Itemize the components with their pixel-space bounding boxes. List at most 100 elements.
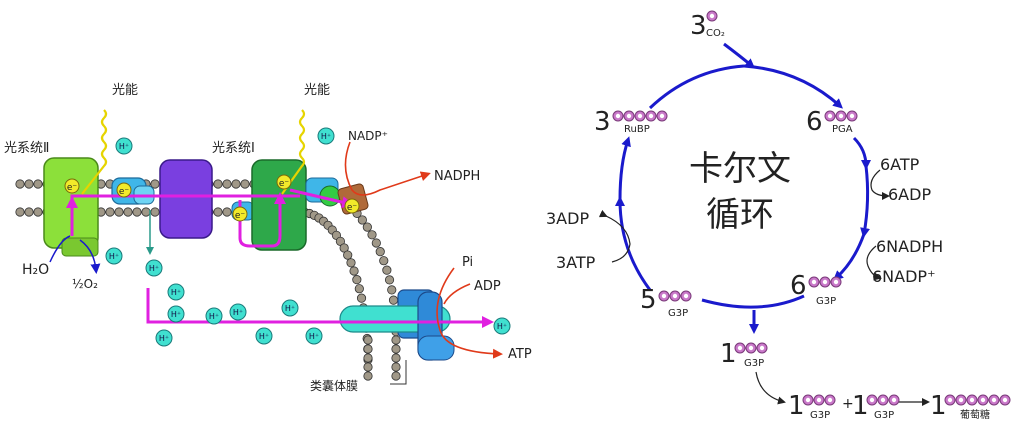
nadp-plus-label: NADP⁺ <box>348 129 388 143</box>
carbon-bead-core <box>827 397 833 403</box>
adp-regen-label: 3ADP <box>546 209 589 228</box>
proton-badge <box>305 327 323 345</box>
lipid-head <box>362 222 372 232</box>
photosystem-2-label: 光系统Ⅱ <box>4 141 49 156</box>
calvin-cycle-panel: 卡尔文 循环 3 CO₂ 6 PGA 3 RuBP 6 G3P 5 G3P <box>546 10 1011 421</box>
lipid-head <box>132 207 142 217</box>
electron-badge-label: e⁻ <box>347 203 358 213</box>
carbon-bead-core <box>891 397 897 403</box>
carbon-bead-core <box>869 397 875 403</box>
pga-label: PGA <box>832 124 853 135</box>
electron-badge <box>276 174 292 190</box>
lipid-head <box>371 238 381 248</box>
lipid-head <box>15 179 25 189</box>
lipid-head <box>367 230 377 240</box>
g3p-export-arrow <box>755 371 786 405</box>
lipid-head <box>24 179 34 189</box>
proton-flow-arrow <box>146 288 494 328</box>
nadph-to-nadp-arrow <box>866 245 882 281</box>
proton-badge <box>281 299 299 317</box>
electron-flow-path-2 <box>238 192 286 248</box>
electron-badge <box>232 206 248 222</box>
proton-badge-label: H⁺ <box>171 310 181 319</box>
co2-label: CO₂ <box>706 28 725 39</box>
thylakoid-membrane-label: 类囊体膜 <box>310 378 358 393</box>
proton-badge-label: H⁺ <box>149 264 159 273</box>
rubp-molecule: 3 RuBP <box>594 107 668 137</box>
glucose-carbon-beads <box>944 394 1011 406</box>
electron-badge-label: e⁻ <box>235 211 246 221</box>
g3p-out-label: G3P <box>744 358 764 369</box>
cycle-arc-to-nadph <box>860 165 870 238</box>
carbon-bead-core <box>838 113 844 119</box>
carbon-bead-core <box>980 397 986 403</box>
eq-left-label: G3P <box>810 410 830 421</box>
atp-to-adp-arrow <box>870 169 890 200</box>
lipid-head <box>222 179 232 189</box>
lipid-head <box>363 362 373 372</box>
proton-badge <box>255 327 273 345</box>
electron-badge-label: e⁻ <box>119 187 130 197</box>
g3p-5-carbon-beads <box>658 290 692 302</box>
lipid-head <box>15 207 25 217</box>
lipid-head <box>349 266 359 276</box>
nadp-out-label: 6NADP⁺ <box>872 267 936 286</box>
proton-badge <box>145 259 163 277</box>
g3p-6-carbon-beads <box>808 276 842 288</box>
oxygen-label: ½O₂ <box>72 277 98 291</box>
lipid-head <box>231 179 241 189</box>
lipid-head <box>363 371 373 381</box>
cycle-arc-g3p5-up <box>615 196 652 291</box>
proton-badge-label: H⁺ <box>159 334 169 343</box>
water-arrow <box>49 235 71 263</box>
carbon-bead-core <box>661 293 667 299</box>
calvin-title-line-1: 卡尔文 <box>689 149 791 189</box>
lipid-head <box>391 371 401 381</box>
proton-badge-label: H⁺ <box>309 332 319 341</box>
lipid-head <box>352 275 362 285</box>
adp-label: ADP <box>474 279 501 294</box>
lipid-head <box>150 179 160 189</box>
lipid-head <box>213 179 223 189</box>
carbon-bead-core <box>683 293 689 299</box>
carbon-bead-core <box>1002 397 1008 403</box>
nadph-in-label: 6NADPH <box>876 237 943 256</box>
proton-badge <box>493 317 511 335</box>
eq-plus: + <box>842 396 854 412</box>
carbon-bead-core <box>709 13 715 19</box>
lipid-head <box>387 285 397 295</box>
cycle-arc-to-g3p6 <box>833 233 866 281</box>
light-energy-label-2: 光能 <box>304 83 330 98</box>
atp-in-label: 6ATP <box>880 155 920 174</box>
eq-result-count: 1 <box>930 391 947 421</box>
electron-badge-label: e⁻ <box>67 183 78 193</box>
carbon-bead-core <box>969 397 975 403</box>
carbon-bead-core <box>759 345 765 351</box>
lipid-head <box>222 207 232 217</box>
pga-carbon-beads <box>824 110 858 122</box>
co2-entry-arrow <box>723 42 756 69</box>
light-reactions-panel: e⁻e⁻e⁻e⁻e⁻ H⁺H⁺H⁺H⁺H⁺H⁺H⁺H⁺H⁺H⁺H⁺H⁺H⁺ 光能… <box>4 83 532 393</box>
lipid-head <box>382 265 392 275</box>
lipid-head <box>33 179 43 189</box>
membrane-label-leader <box>390 360 407 385</box>
lipid-head <box>343 250 353 260</box>
proton-badges: H⁺H⁺H⁺H⁺H⁺H⁺H⁺H⁺H⁺H⁺H⁺H⁺H⁺ <box>105 127 511 347</box>
lipid-head <box>379 256 389 266</box>
carbon-bead-core <box>637 113 643 119</box>
atp-label: ATP <box>508 347 532 362</box>
carbon-bead-core <box>737 345 743 351</box>
lipid-head <box>391 335 401 345</box>
g3p-out-carbon-beads <box>734 342 768 354</box>
electron-badge <box>64 178 80 194</box>
carbon-bead-core <box>811 279 817 285</box>
carbon-bead-core <box>748 345 754 351</box>
oxygen-arrow <box>79 239 101 274</box>
atp-regen-label: 3ATP <box>556 253 596 272</box>
lipid-head <box>150 207 160 217</box>
eq-right-carbon-beads <box>866 394 900 406</box>
calvin-title-line-2: 循环 <box>706 195 774 235</box>
lipid-head <box>114 207 124 217</box>
lipid-head <box>363 335 373 345</box>
